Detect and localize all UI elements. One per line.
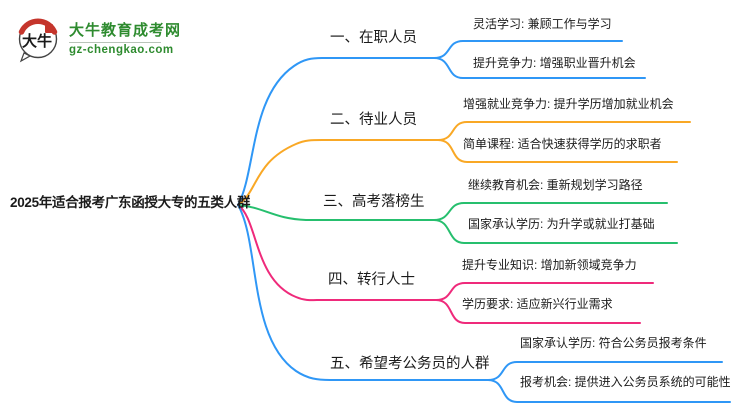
leaf-flexible-learning: 灵活学习: 兼顾工作与学习: [473, 17, 612, 31]
root-topic: 2025年适合报考广东函授大专的五类人群: [10, 195, 251, 210]
daniu-badge-icon: 大牛: [18, 18, 58, 63]
site-domain: gz-chengkao.com: [69, 43, 174, 56]
branch2-line: [237, 121, 691, 206]
logo-divider: [69, 41, 161, 43]
branch4-line: [237, 204, 654, 324]
leaf-simple-courses: 简单课程: 适合快速获得学历的求职者: [463, 137, 662, 151]
svg-text:大牛: 大牛: [22, 32, 52, 50]
site-name: 大牛教育成考网: [69, 21, 182, 39]
branch-employed: 一、在职人员: [330, 30, 417, 46]
leaf-competitiveness-boost: 提升竞争力: 增强职业晋升机会: [473, 56, 636, 70]
branch-career-changers: 四、转行人士: [328, 272, 415, 288]
leaf-professional-knowledge: 提升专业知识: 增加新领域竞争力: [462, 258, 637, 272]
branch-gaokao-failed: 三、高考落榜生: [323, 194, 425, 210]
branch3-line: [237, 202, 678, 244]
branch-unemployed: 二、待业人员: [330, 112, 417, 128]
leaf-state-recognized-degree: 国家承认学历: 为升学或就业打基础: [468, 217, 655, 231]
leaf-employment-competitiveness: 增强就业竞争力: 提升学历增加就业机会: [463, 97, 674, 111]
branch1-line: [237, 40, 646, 206]
site-logo[interactable]: 大牛 大牛教育成考网 gz-chengkao.com: [14, 15, 181, 63]
leaf-continuing-education: 继续教育机会: 重新规划学习路径: [468, 178, 643, 192]
leaf-degree-requirement: 学历要求: 适应新兴行业需求: [462, 297, 613, 311]
leaf-civil-exam-eligibility: 国家承认学历: 符合公务员报考条件: [520, 336, 707, 350]
leaf-application-opportunity: 报考机会: 提供进入公务员系统的可能性: [520, 375, 731, 389]
branch-civil-servant-hopefuls: 五、希望考公务员的人群: [330, 356, 490, 372]
branch5-line: [237, 204, 731, 403]
